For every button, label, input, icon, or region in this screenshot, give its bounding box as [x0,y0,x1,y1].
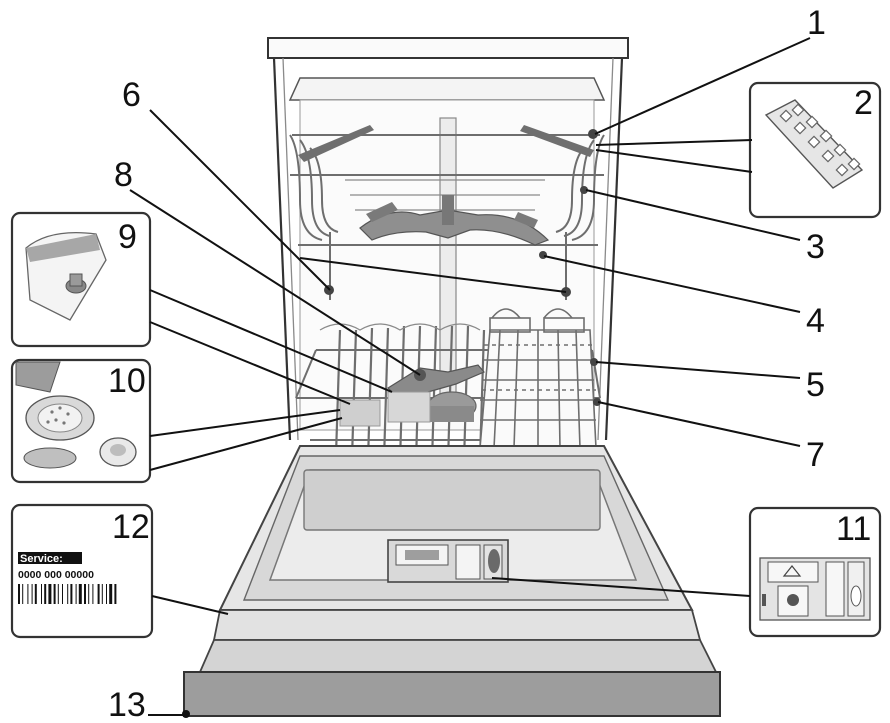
leader-4 [543,255,801,313]
callout-12: 12 [112,508,150,546]
barcode-bar [78,584,82,604]
leader-10b [149,417,343,471]
barcode-bar [41,584,42,604]
worktop-strip [267,37,629,59]
barcode-bar [34,584,37,604]
callout-2: 2 [854,84,873,122]
leader-9b [149,321,351,405]
tub-back-top [288,77,606,101]
inset-panel-12: Service: 0000 000 00000 [10,503,154,639]
inset-panel-2 [748,81,882,219]
leader-10a [149,409,341,437]
barcode-bar [84,584,86,604]
callout-9: 9 [118,218,137,256]
service-heading: Service: [20,553,63,565]
inset-panel-9 [10,211,152,348]
barcode-bar [109,584,113,604]
barcode-bar [75,584,77,604]
inset-panel-11 [748,506,882,638]
leader-8 [129,189,421,376]
service-heading-bg [18,552,82,564]
leader-2a [595,139,753,146]
barcode-bar [62,584,63,604]
barcode-bar [22,584,24,604]
inset-panel-10 [10,358,152,484]
callout-1: 1 [807,4,826,42]
callout-8: 8 [114,156,133,194]
leader-lines [129,37,811,718]
barcode-bar [31,584,33,604]
kick-plate [183,671,721,717]
cup-shelf-right [520,125,594,157]
barcode-bar [88,584,90,604]
detergent-dispenser [387,539,509,583]
lower-basket [295,323,601,463]
service-number: 0000 000 00000 [18,569,94,581]
barcode-bar [114,584,117,604]
callout-4: 4 [806,302,825,340]
leader-3 [585,189,801,241]
callout-3: 3 [806,228,825,266]
callout-10: 10 [108,362,146,400]
leader-7 [597,401,801,447]
barcode-bar [67,584,69,604]
tub-right-wall [604,57,624,441]
leader-9 [149,289,393,393]
barcode-bar [92,584,94,604]
callout-7: 7 [806,436,825,474]
callout-11: 11 [836,510,871,548]
barcode-bar [44,584,47,604]
callout-13: 13 [108,686,146,723]
barcode-bar [18,584,20,604]
barcode-bar [101,584,103,604]
barcode-bar [106,584,107,604]
leader-6 [149,109,331,291]
callout-numbers: 1 2 3 4 5 6 7 8 9 10 11 12 13 [108,4,873,723]
barcode-bar [48,584,52,604]
rack-accessory-image [764,99,864,189]
leader-11 [491,577,751,597]
barcode-bar [57,584,59,604]
upper-spray-arm [359,209,550,246]
barcode [18,584,117,604]
tub-left-wall [272,57,292,441]
leader-12 [151,595,229,615]
door [183,445,721,717]
barcode-bar [27,584,29,604]
barcode-bar [97,584,100,604]
callout-5: 5 [806,366,825,404]
barcode-bar [70,584,73,604]
cup-shelf-left [298,125,374,162]
leader-2b [595,149,753,173]
cutlery-basket [479,308,597,449]
callout-6: 6 [122,76,141,114]
leader-6b [299,257,567,293]
barcode-bar [53,584,56,604]
leader-1 [594,37,811,135]
leader-5 [595,361,801,379]
